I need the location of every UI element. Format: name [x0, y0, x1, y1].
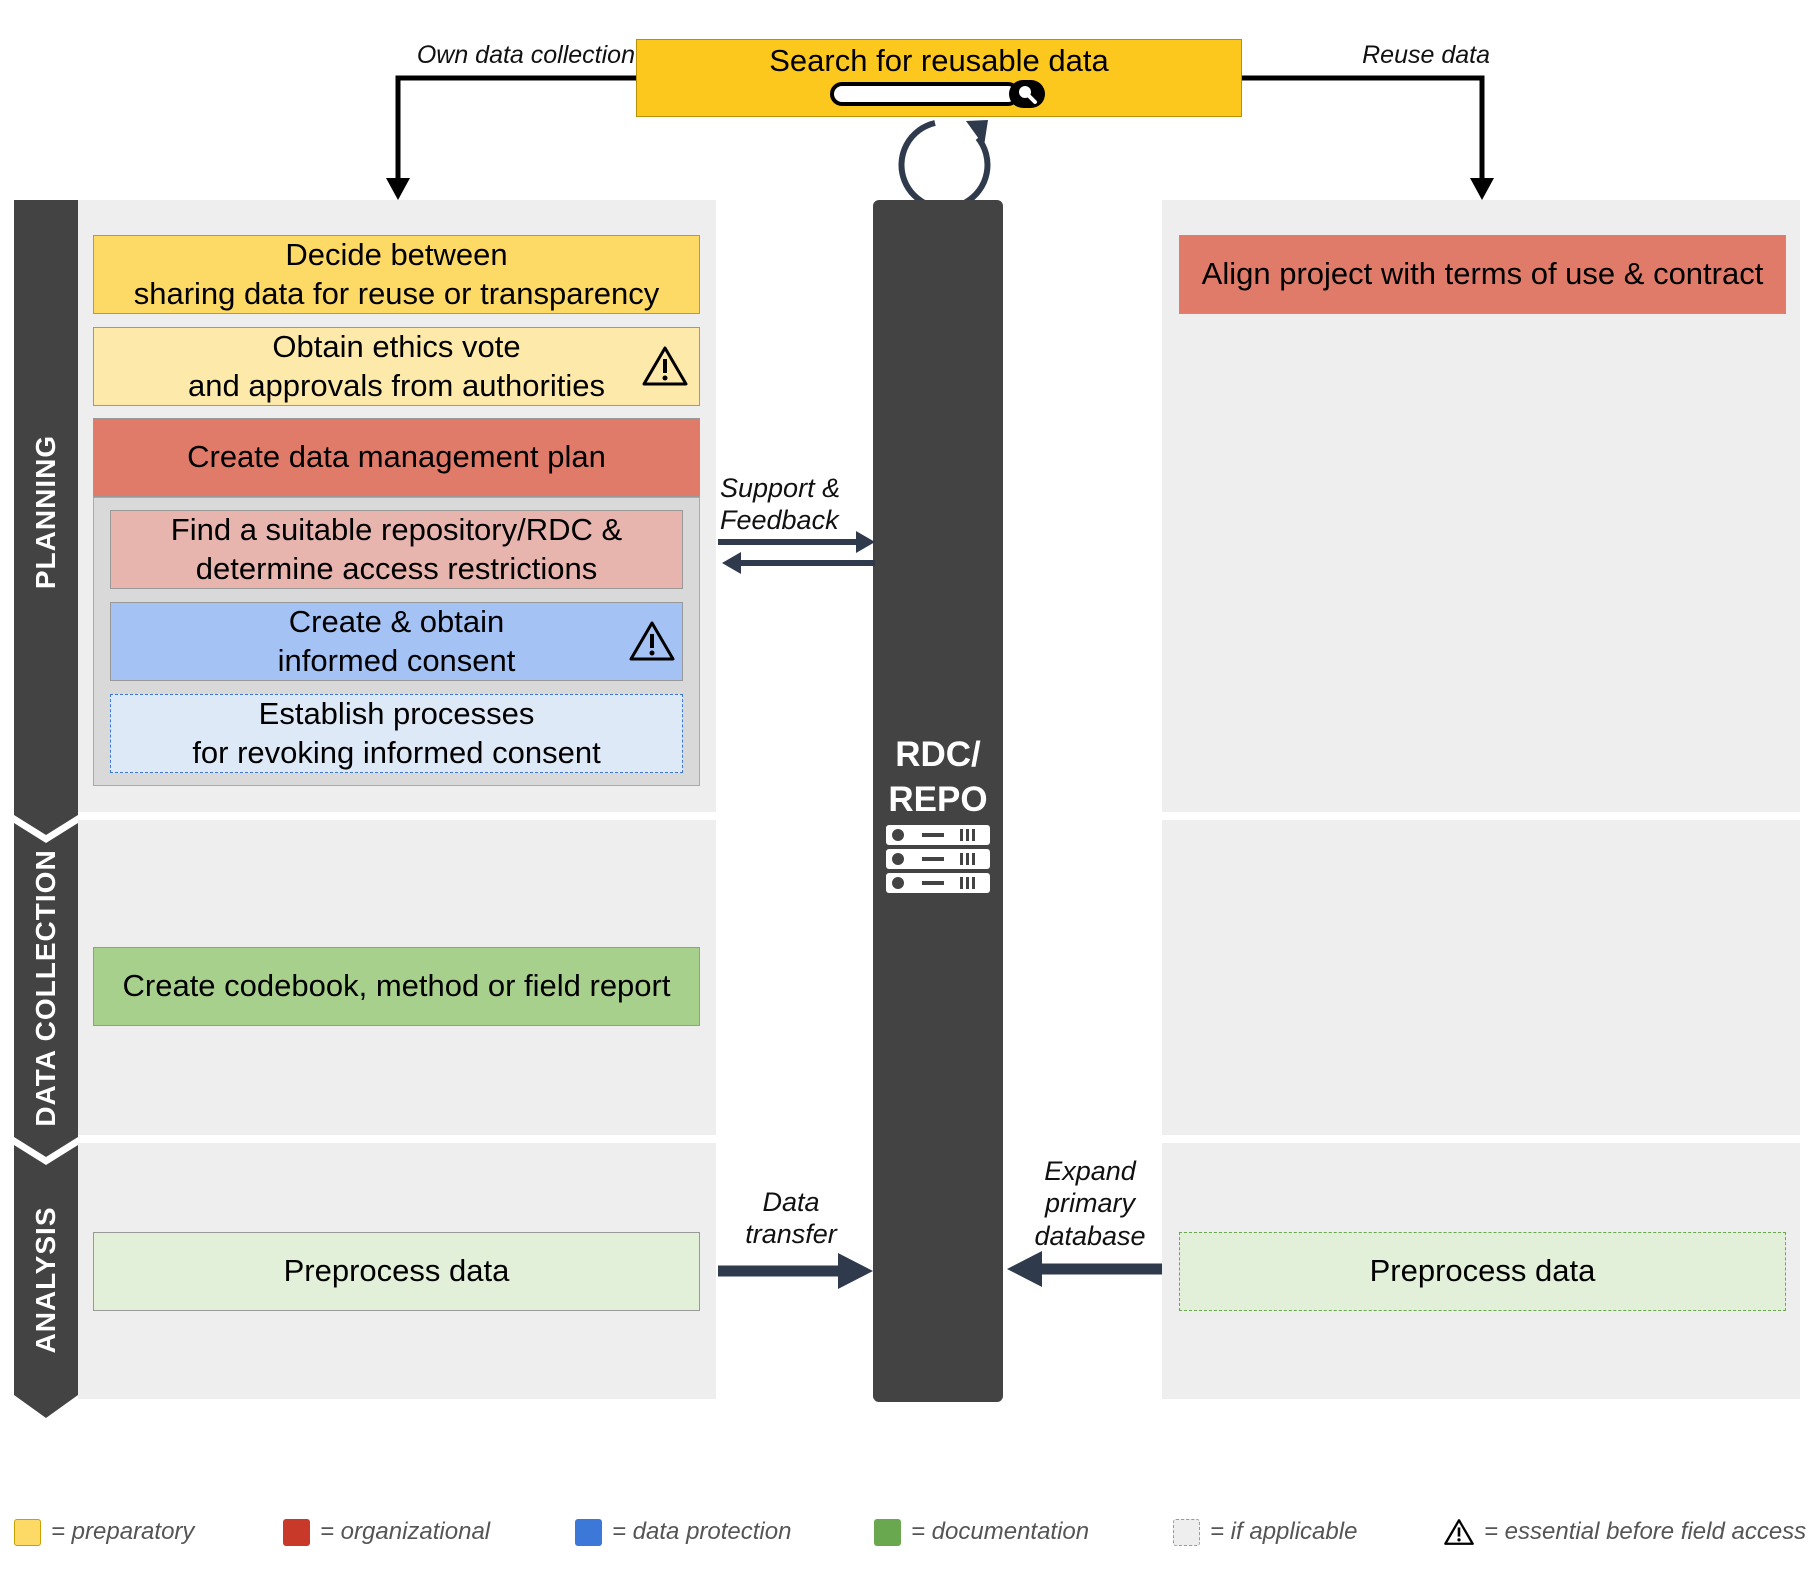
middle-arrows — [718, 531, 1162, 1289]
own-data-collection-label: Own data collection — [416, 41, 635, 69]
rdc-repo-bar: RDC/ REPO — [873, 200, 1003, 1402]
collection-right-panel — [1162, 820, 1800, 1135]
repository-box: Find a suitable repository/RDC & determi… — [110, 510, 683, 589]
search-reusable-data-box: Search for reusable data — [636, 39, 1242, 117]
rdc-repo-title-line1: RDC/ — [895, 735, 981, 774]
legend-label-documentation: = documentation — [911, 1518, 1090, 1545]
ethics-vote-text: Obtain ethics vote and approvals from au… — [187, 328, 605, 403]
warning-icon — [642, 346, 688, 386]
align-terms-text: Align project with terms of use & contra… — [1201, 256, 1764, 292]
preprocess-data-left-box: Preprocess data — [93, 1232, 700, 1311]
legend-swatch-if-applicable — [1173, 1518, 1200, 1546]
search-icon — [1009, 80, 1045, 108]
expand-primary-database-label: Expand primary database — [1034, 1156, 1146, 1251]
ethics-vote-box: Obtain ethics vote and approvals from au… — [93, 327, 700, 406]
reuse-data-label: Reuse data — [1362, 41, 1490, 69]
legend-swatch-preparatory — [14, 1518, 41, 1546]
codebook-text: Create codebook, method or field report — [122, 968, 671, 1004]
informed-consent-box: Create & obtain informed consent — [110, 602, 683, 681]
preprocess-data-right-text: Preprocess data — [1369, 1253, 1596, 1289]
repository-text: Find a suitable repository/RDC & determi… — [170, 511, 623, 586]
preprocess-data-left-text: Preprocess data — [283, 1253, 510, 1289]
revoke-consent-box: Establish processes for revoking informe… — [110, 694, 683, 773]
warning-icon — [629, 621, 675, 661]
phase-planning-label: PLANNING — [30, 434, 61, 590]
warning-icon — [1444, 1519, 1474, 1545]
data-management-plan-box: Create data management plan — [93, 418, 700, 497]
legend-swatch-organizational — [283, 1518, 310, 1546]
legend-data-protection: = data protection — [575, 1518, 791, 1546]
phase-data-collection-label: DATA COLLECTION — [30, 849, 61, 1127]
legend-if-applicable: = if applicable — [1173, 1518, 1357, 1546]
legend-organizational: = organizational — [283, 1518, 490, 1546]
decide-sharing-box: Decide between sharing data for reuse or… — [93, 235, 700, 314]
top-branch-arrows — [386, 75, 1494, 210]
support-feedback-label: Support & Feedback — [720, 473, 841, 536]
phase-chevron-bar — [14, 200, 78, 1418]
align-terms-box: Align project with terms of use & contra… — [1179, 235, 1786, 314]
decide-sharing-text: Decide between sharing data for reuse or… — [133, 236, 660, 311]
legend-label-essential: = essential before field access — [1484, 1518, 1807, 1545]
legend-swatch-data-protection — [575, 1518, 602, 1546]
informed-consent-text: Create & obtain informed consent — [277, 603, 516, 678]
legend-documentation: = documentation — [874, 1518, 1089, 1546]
legend-swatch-documentation — [874, 1518, 901, 1546]
revoke-consent-text: Establish processes for revoking informe… — [192, 695, 601, 770]
phase-analysis-label: ANALYSIS — [30, 1206, 61, 1354]
search-input — [830, 82, 1020, 106]
codebook-box: Create codebook, method or field report — [93, 947, 700, 1026]
legend-essential: = essential before field access — [1444, 1518, 1806, 1546]
legend-label-organizational: = organizational — [320, 1518, 491, 1545]
legend-label-preparatory: = preparatory — [51, 1518, 195, 1545]
data-management-plan-text: Create data management plan — [187, 439, 606, 475]
server-icon — [886, 825, 990, 893]
preprocess-data-right-box: Preprocess data — [1179, 1232, 1786, 1311]
rdc-repo-title-line2: REPO — [888, 780, 988, 819]
legend-label-data-protection: = data protection — [612, 1518, 792, 1545]
search-reusable-data-title: Search for reusable data — [769, 43, 1109, 78]
legend-label-if-applicable: = if applicable — [1210, 1518, 1358, 1545]
legend-preparatory: = preparatory — [14, 1518, 194, 1546]
data-transfer-label: Data transfer — [745, 1187, 837, 1250]
